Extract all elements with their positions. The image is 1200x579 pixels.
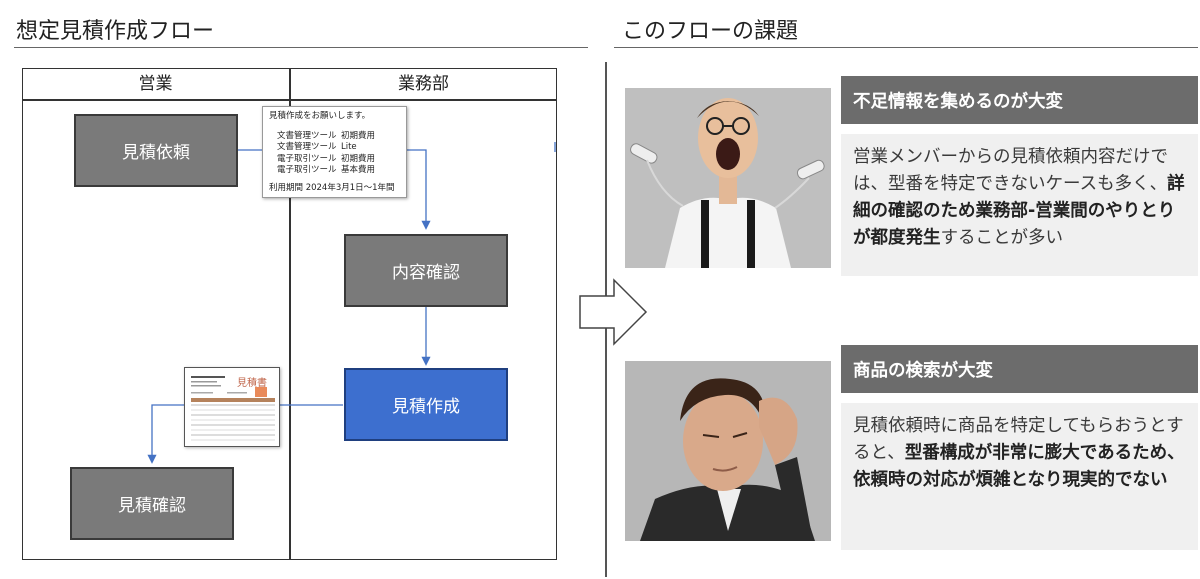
issue-1-text-tail: することが多い [940,228,1064,248]
headache-photo [625,361,831,541]
stressed-phones-photo [625,88,831,268]
issue-1-text: 営業メンバーからの見積依頼内容だけでは、型番を特定できないケースも多く、 [853,147,1168,194]
flow-to-issues-arrow-icon [579,278,648,346]
box-estimate-create: 見積作成 [344,368,508,441]
lane-separator [289,68,291,560]
box-content-check: 内容確認 [344,234,508,307]
memo-item: 電子取引ツール基本費用 [277,165,376,175]
memo-item: 文書管理ツール初期費用 [277,130,376,141]
memo-period: 利用期間 2024年3月1日～1年間 [269,182,395,193]
issues-heading-underline [614,47,1198,48]
box-estimate-request: 見積依頼 [74,114,238,187]
memo-item: 電子取引ツール初期費用 [277,153,376,164]
issue-2-title: 商品の検索が大変 [841,345,1198,393]
document-image [191,376,275,441]
issue-2-body: 見積依頼時に商品を特定してもらおうとすると、型番構成が非常に膨大であるため、依頼… [841,403,1198,550]
estimate-document-thumbnail: 見積書 [184,367,280,447]
issue-2-text: 見積依頼時に商品を特定してもらおうとすると、 [853,416,1184,463]
memo-greeting: 見積作成をお願いします。 [269,111,371,121]
box-estimate-confirm: 見積確認 [70,467,234,540]
issues-heading: このフローの課題 [622,19,799,44]
issue-1-title: 不足情報を集めるのが大変 [841,76,1198,124]
issue-1-body: 営業メンバーからの見積依頼内容だけでは、型番を特定できないケースも多く、詳細の確… [841,134,1198,276]
issue-1-emphasis: 詳細の確認のため業務部-営業間のやりとりが都度発生 [853,174,1185,248]
flow-heading: 想定見積作成フロー [16,19,215,44]
issue-2-emphasis: 型番構成が非常に膨大であるため、依頼時の対応が煩雑となり現実的でない [853,443,1185,490]
lane-header-operations: 業務部 [398,74,449,94]
flow-heading-underline [14,47,588,48]
document-title: 見積書 [237,378,267,389]
lane-header-sales: 営業 [138,74,173,94]
